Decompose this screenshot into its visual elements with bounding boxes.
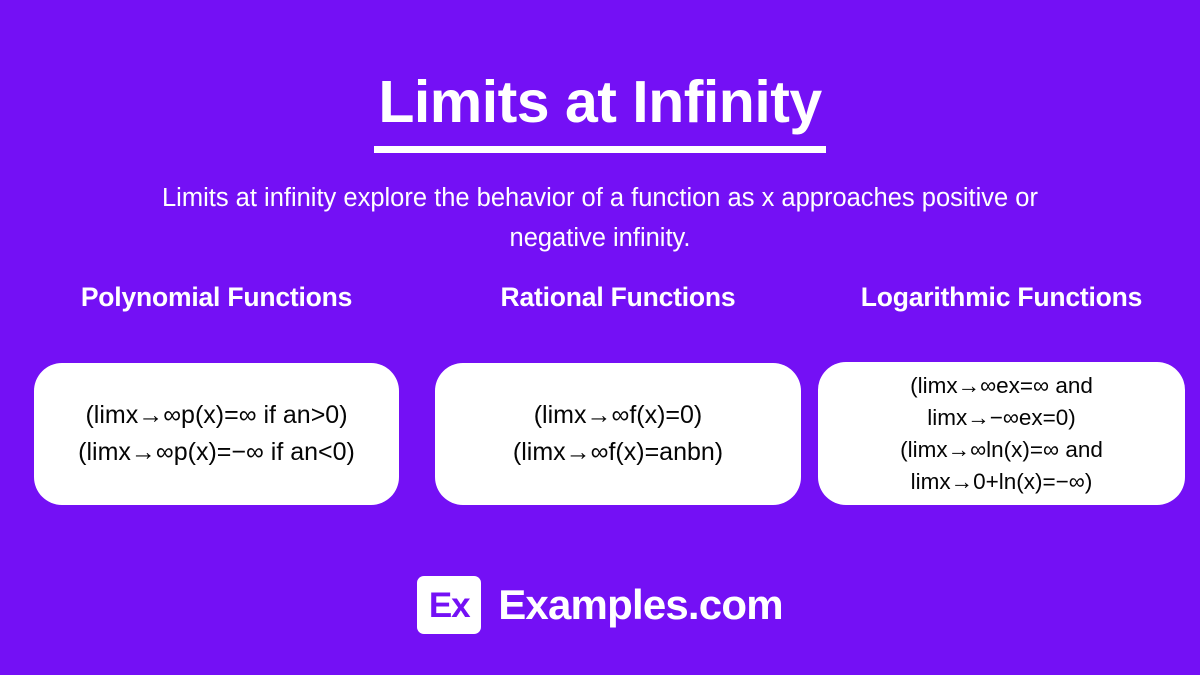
formula-line: (limx→∞f(x)=0) [533,401,703,429]
columns-container: Polynomial Functions (limx→∞p(x)=∞ if an… [0,280,1200,520]
column-logarithmic-functions: Logarithmic Functions (limx→∞ex=∞ and li… [818,280,1185,505]
formula-line: (limx→∞p(x)=∞ if an>0) [85,401,348,429]
title-container: Limits at Infinity [0,28,1200,192]
footer-branding: Ex Examples.com [0,576,1200,634]
column-heading-logarithmic: Logarithmic Functions [860,282,1143,312]
page-subtitle: Limits at infinity explore the behavior … [162,183,1038,252]
formula-card-rational: (limx→∞f(x)=0) (limx→∞f(x)=anbn) [435,363,801,505]
logo-mark-label: Ex [428,585,471,625]
formula-card-logarithmic: (limx→∞ex=∞ and limx→−∞ex=0) (limx→∞ln(x… [818,362,1185,505]
examples-logo-icon: Ex [417,576,482,634]
page-title: Limits at Infinity [374,68,826,153]
formula-line: (limx→∞f(x)=anbn) [512,438,724,466]
column-heading-polynomial: Polynomial Functions [80,282,353,312]
column-heading-rational: Rational Functions [500,282,736,312]
column-polynomial-functions: Polynomial Functions (limx→∞p(x)=∞ if an… [18,280,415,505]
formula-line: limx→0+ln(x)=−∞) [910,468,1093,494]
formula-line: (limx→∞p(x)=−∞ if an<0) [78,438,355,466]
brand-name: Examples.com [498,581,783,628]
formula-line: (limx→∞ex=∞ and [910,372,1093,398]
column-rational-functions: Rational Functions (limx→∞f(x)=0) (limx→… [435,280,801,505]
formula-card-polynomial: (limx→∞p(x)=∞ if an>0) (limx→∞p(x)=−∞ if… [34,363,399,505]
formula-line: (limx→∞ln(x)=∞ and [900,436,1103,462]
formula-line: limx→−∞ex=0) [927,404,1076,430]
